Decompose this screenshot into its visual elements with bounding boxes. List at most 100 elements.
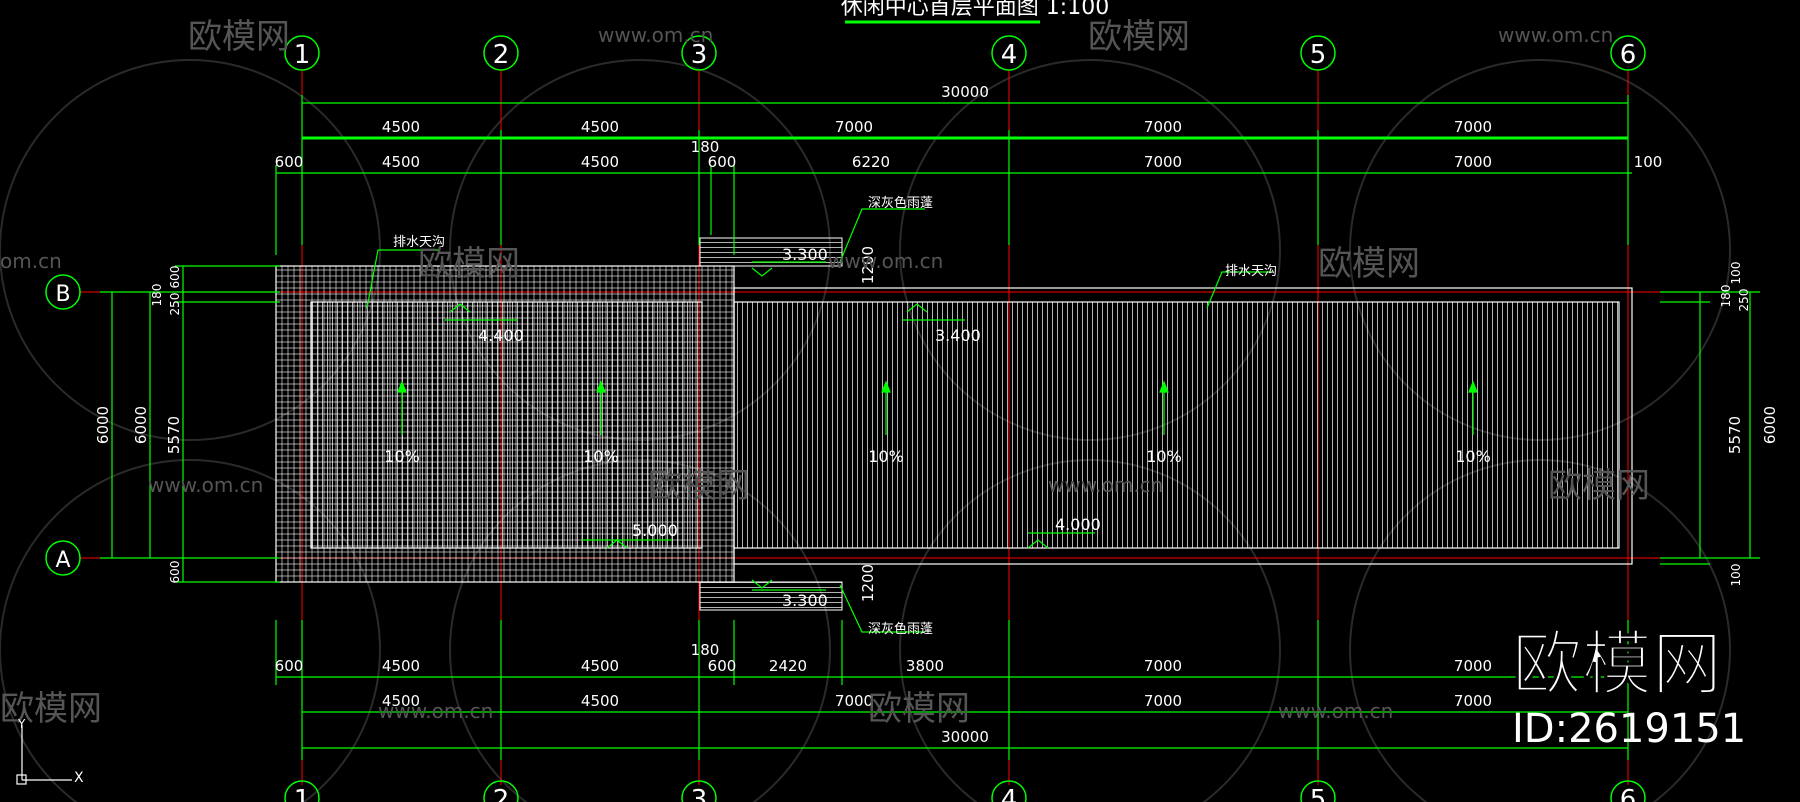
note-canopy-bottom: 深灰色雨蓬 — [868, 621, 933, 637]
dimension-lines-top — [275, 95, 1632, 255]
dim-left-6000-outer: 6000 — [94, 406, 112, 444]
wm-site-3: om.cn — [0, 249, 62, 273]
wm-site-1: www.om.cn — [598, 23, 713, 47]
dim-bot-600: 600 — [275, 657, 304, 675]
slope-label-5: 10% — [1455, 447, 1491, 466]
elevation-3300-top: 3.300 — [782, 245, 828, 264]
dim-right-6000: 6000 — [1761, 406, 1779, 444]
dim-row2-5: 7000 — [1454, 153, 1492, 171]
axis-label-1: 1 — [294, 40, 311, 70]
slope-label-3: 10% — [868, 447, 904, 466]
dim-left-600: 600 — [168, 266, 182, 289]
elevation-3400: 3.400 — [935, 326, 981, 345]
dim-bot1-5: 7000 — [1144, 657, 1182, 675]
dim-total-bottom: 30000 — [941, 728, 989, 746]
dim-left-250: 250 — [168, 293, 182, 316]
wm-brand-1: 欧模网 — [188, 17, 290, 57]
elevation-3300-bottom: 3.300 — [782, 591, 828, 610]
model-id-text: ID:2619151 — [1512, 706, 1746, 752]
dim-bot2-2: 4500 — [581, 692, 619, 710]
brand-logo-text: 欧模网 — [1512, 623, 1722, 705]
elevation-markers — [445, 261, 1095, 591]
axis-label-5: 5 — [1310, 40, 1327, 70]
dim-canopy-1200-bottom: 1200 — [859, 564, 877, 602]
canopy-top — [699, 237, 843, 267]
dim-row1-5: 7000 — [1454, 118, 1492, 136]
dim-right-180: 180 — [1719, 285, 1733, 308]
dim-bot2-4: 7000 — [1144, 692, 1182, 710]
axis-label-2: 2 — [493, 40, 510, 70]
axis-label-4-bottom: 4 — [1001, 785, 1018, 802]
elevation-4000: 4.000 — [1055, 515, 1101, 534]
dim-right-5570: 5570 — [1726, 416, 1744, 454]
elevation-4400: 4.400 — [478, 326, 524, 345]
wm-site-7: www.om.cn — [378, 699, 493, 723]
roof-left-block — [275, 265, 735, 583]
dim-row2-100: 100 — [1634, 153, 1663, 171]
axis-label-1-bottom: 1 — [294, 785, 311, 802]
dim-right-100: 100 — [1729, 262, 1743, 285]
dim-bot1-3: 2420 — [769, 657, 807, 675]
dim-right-250: 250 — [1737, 289, 1751, 312]
canopy-bottom — [699, 581, 843, 611]
dim-bot1-6: 7000 — [1454, 657, 1492, 675]
wm-brand-4: 欧模网 — [1318, 244, 1420, 284]
note-gutter-right: 排水天沟 — [1225, 264, 1277, 279]
dim-row2-600b: 600 — [708, 153, 737, 171]
dim-left-5570: 5570 — [165, 416, 183, 454]
wm-site-6: www.om.cn — [1048, 473, 1163, 497]
dim-row2-2: 4500 — [581, 153, 619, 171]
dim-right-bottom-100: 100 — [1729, 564, 1743, 587]
dim-left-6000-inner: 6000 — [132, 406, 150, 444]
axis-label-b: B — [55, 282, 70, 307]
dim-bot1-2: 4500 — [581, 657, 619, 675]
ucs-icon — [16, 725, 72, 785]
wm-site-4: www.om.cn — [828, 249, 943, 273]
wm-site-8: www.om.cn — [1278, 699, 1393, 723]
wm-brand-5: 欧模网 — [648, 466, 750, 506]
axis-label-5-bottom: 5 — [1310, 785, 1327, 802]
dimension-lines-side — [100, 265, 1760, 583]
axis-label-a: A — [55, 548, 70, 573]
slope-label-1: 10% — [384, 447, 420, 466]
axis-label-3-bottom: 3 — [691, 785, 708, 802]
dim-bot2-1: 4500 — [382, 692, 420, 710]
dim-row1-2: 4500 — [581, 118, 619, 136]
dim-row2-3: 6220 — [852, 153, 890, 171]
axis-label-2-bottom: 2 — [493, 785, 510, 802]
ucs-y-label: Y — [17, 717, 26, 731]
slope-label-2: 10% — [583, 447, 619, 466]
dim-row1-1: 4500 — [382, 118, 420, 136]
dim-bot2-5: 7000 — [1454, 692, 1492, 710]
drawing-title: 休闲中心首层平面图 1:100 — [841, 0, 1109, 20]
dim-left-bottom-600: 600 — [168, 561, 182, 584]
slope-arrows — [397, 380, 1478, 435]
dim-row1-3: 7000 — [835, 118, 873, 136]
dim-row2-600: 600 — [275, 153, 304, 171]
wm-brand-7: 欧模网 — [0, 689, 102, 729]
dim-row1-4: 7000 — [1144, 118, 1182, 136]
axis-label-3: 3 — [691, 40, 708, 70]
wm-site-2: www.om.cn — [1498, 23, 1613, 47]
dim-canopy-1200-top: 1200 — [859, 246, 877, 284]
watermarks: 欧模网 欧模网 欧模网 欧模网 欧模网 欧模网 欧模网 欧模网 www.om.c… — [0, 17, 1650, 729]
slope-label-4: 10% — [1146, 447, 1182, 466]
roof-right-block — [733, 287, 1633, 565]
axis-bubbles — [45, 35, 1646, 802]
axis-label-6: 6 — [1620, 40, 1637, 70]
dimension-lines-bottom — [275, 620, 1632, 760]
dim-row2-180: 180 — [691, 138, 720, 156]
wm-site-5: www.om.cn — [148, 473, 263, 497]
dim-left-180: 180 — [150, 284, 164, 307]
axis-label-6-bottom: 6 — [1620, 785, 1637, 802]
dim-total-top: 30000 — [941, 83, 989, 101]
dim-bot-180: 180 — [691, 641, 720, 659]
elevation-5000: 5.000 — [632, 521, 678, 540]
ucs-x-label: X — [74, 770, 84, 786]
axis-label-4: 4 — [1001, 40, 1018, 70]
wm-brand-3: 欧模网 — [418, 244, 520, 284]
wm-brand-2: 欧模网 — [1088, 17, 1190, 57]
dim-row2-4: 7000 — [1144, 153, 1182, 171]
dim-bot2-3: 7000 — [835, 692, 873, 710]
